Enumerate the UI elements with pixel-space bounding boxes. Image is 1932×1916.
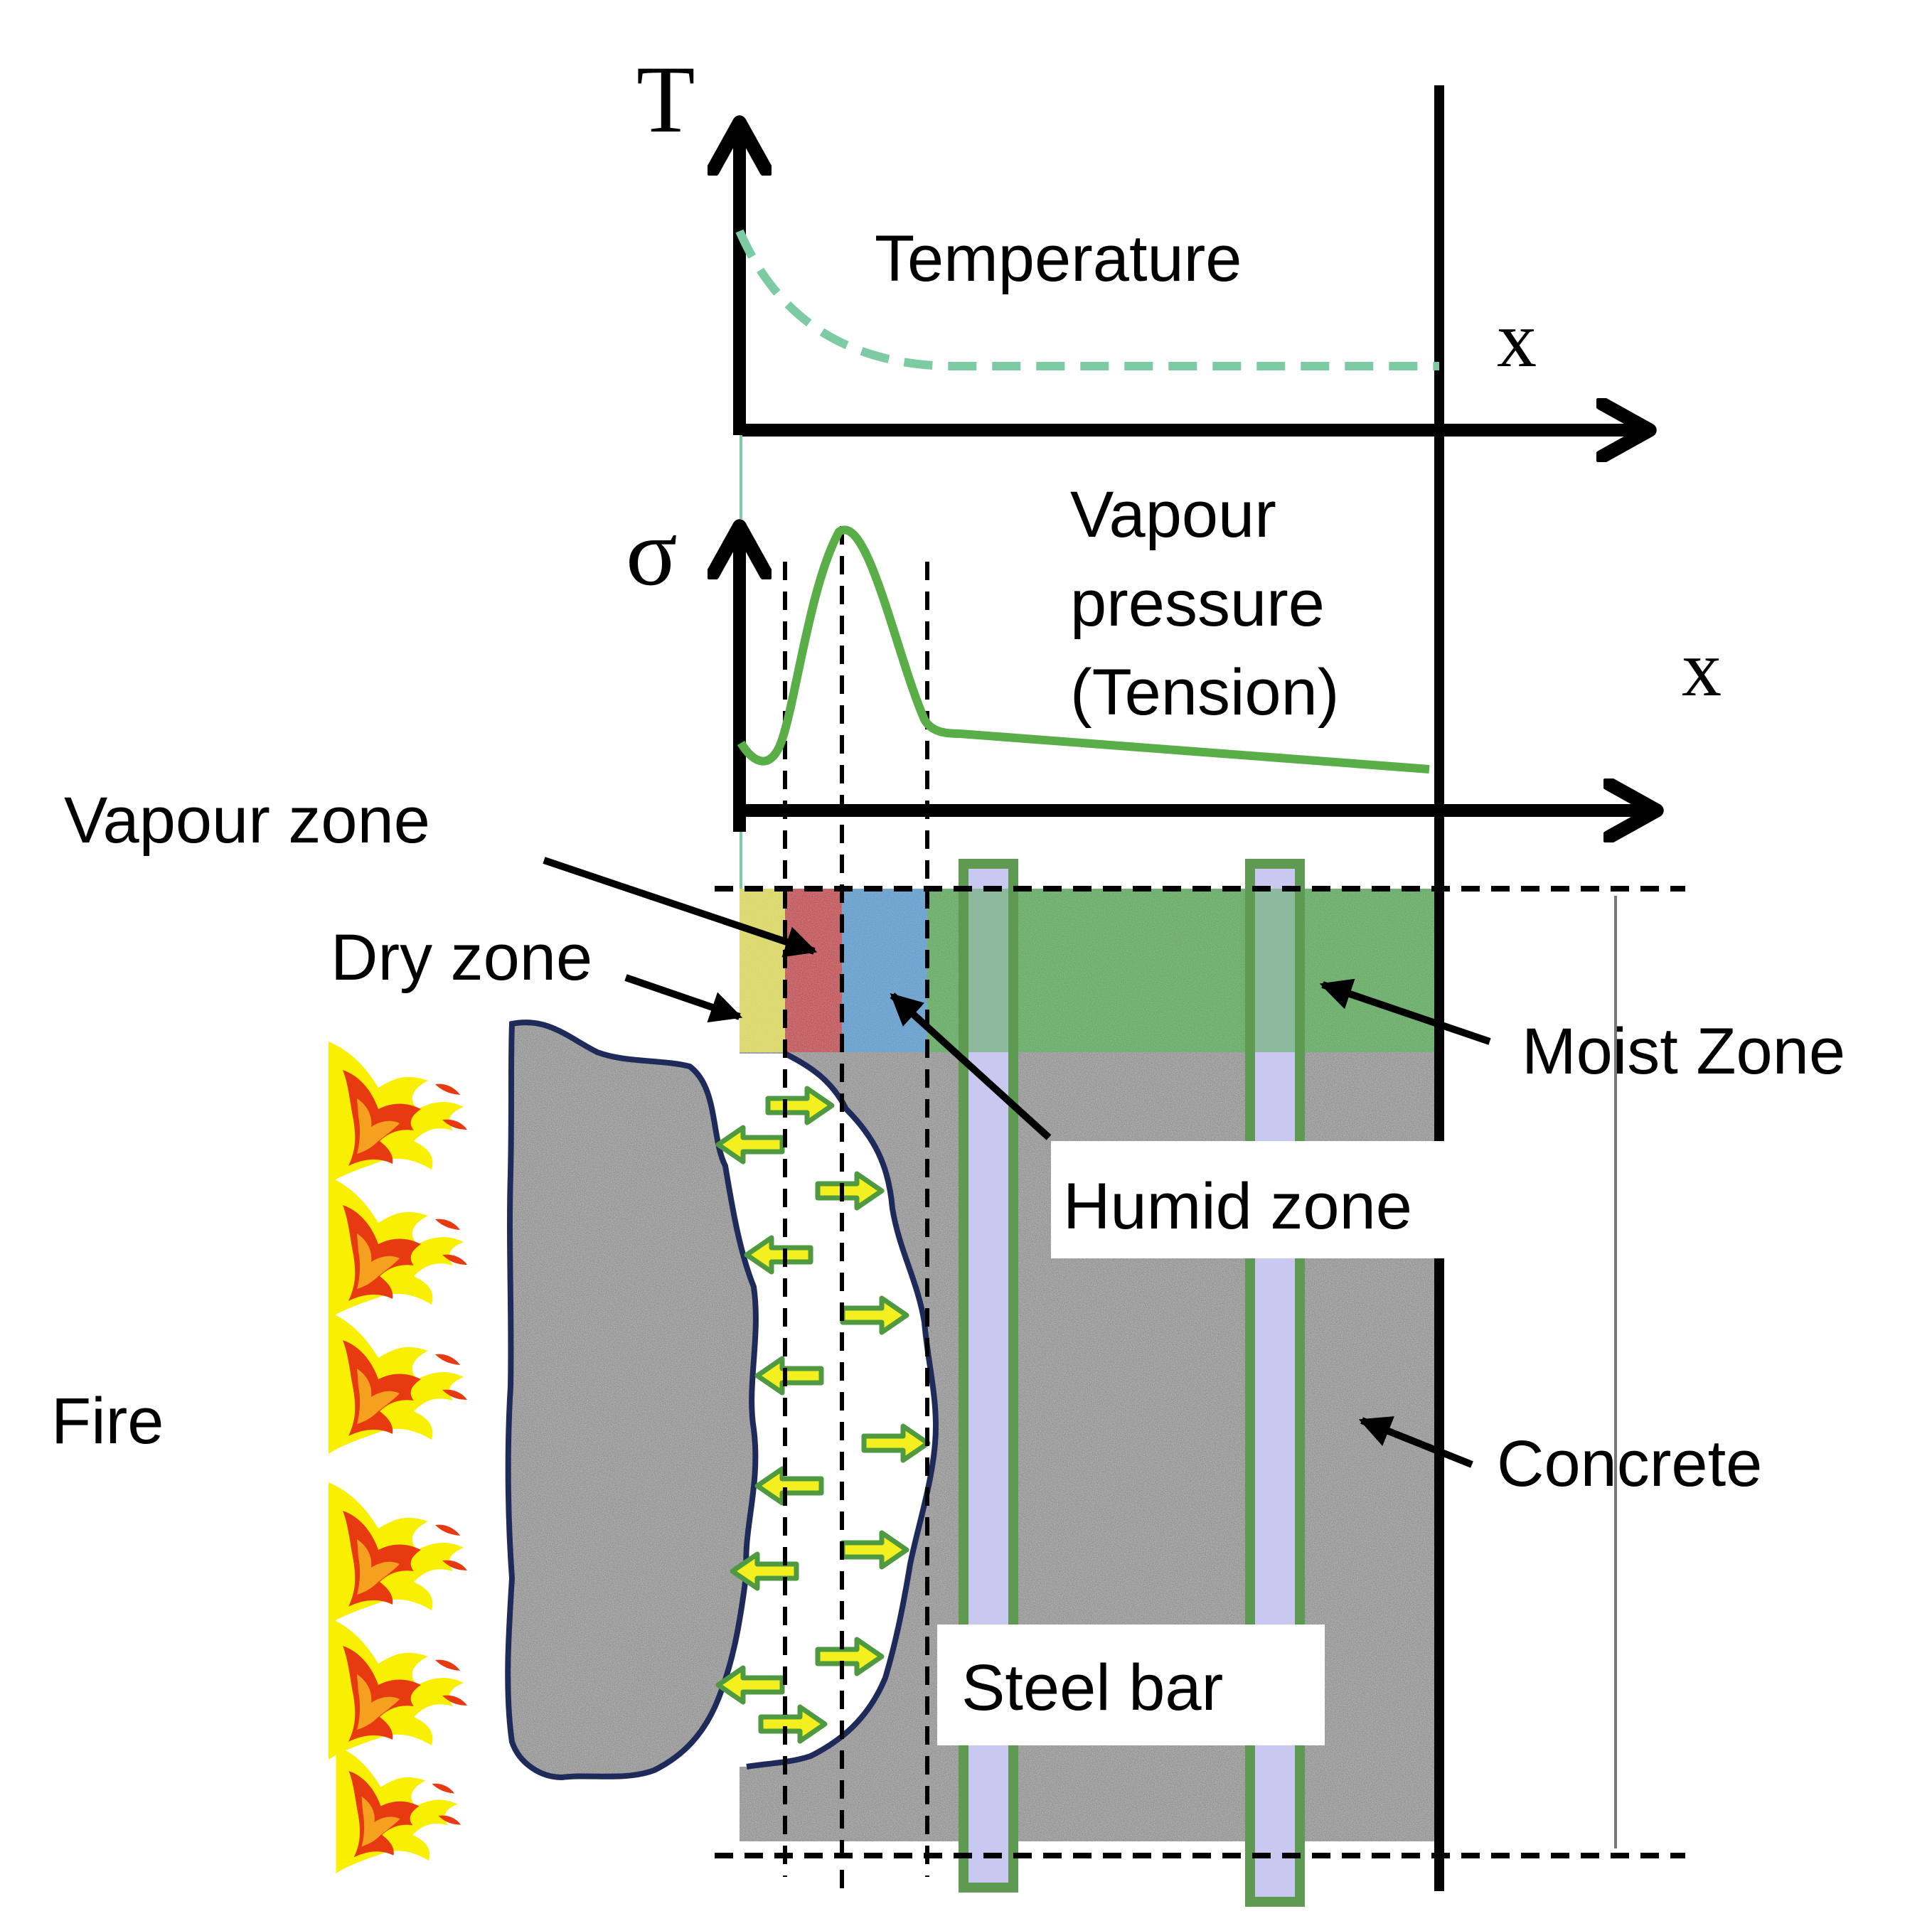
- flow-arrow-left: [715, 1665, 785, 1705]
- stress-plot: σ x Vapour pressure (Tension): [626, 478, 1722, 889]
- spall-cavity: [740, 1054, 936, 1767]
- temperature-x-label: x: [1497, 296, 1537, 384]
- steel-bar-right-texture: [1255, 889, 1295, 1052]
- moist-zone-label: Moist Zone: [1522, 1015, 1845, 1088]
- flow-arrow-left: [715, 1125, 785, 1165]
- humid-zone-label-box: [1051, 1141, 1478, 1258]
- flow-arrow-left: [754, 1466, 824, 1506]
- flow-arrow-right: [815, 1171, 885, 1211]
- humid-zone-label: Humid zone: [1063, 1170, 1412, 1243]
- flow-arrow-right: [765, 1086, 835, 1125]
- humid-zone-pointer: [890, 992, 1052, 1140]
- steel-bar-label: Steel bar: [961, 1652, 1223, 1724]
- steel-bar-label-box: [937, 1625, 1325, 1745]
- moist-zone-pointer: [1319, 978, 1491, 1045]
- stress-x-label: x: [1682, 625, 1722, 713]
- temperature-curve: [735, 229, 1439, 370]
- zones-band: [740, 889, 1439, 1052]
- spall-cavity-outline: [746, 1051, 939, 1770]
- flow-arrow-right: [815, 1637, 885, 1676]
- flow-arrow-right: [861, 1423, 931, 1463]
- steel-bar-left-texture: [968, 889, 1008, 1052]
- concrete-label: Concrete: [1497, 1428, 1762, 1500]
- zone-boundaries: [715, 526, 1685, 1891]
- spalled-fragment: [505, 1019, 759, 1781]
- concrete-pointer: [1358, 1416, 1473, 1468]
- temperature-plot: T x Temperature: [636, 47, 1650, 519]
- flow-arrow-left: [730, 1551, 799, 1591]
- fire-label: Fire: [51, 1385, 164, 1457]
- flow-arrow-right: [840, 1295, 909, 1335]
- pointer-arrows: [543, 857, 1491, 1468]
- vapour-flow-arrows: [715, 1086, 931, 1744]
- vapour-pressure-curve: [737, 525, 1430, 774]
- dry-zone-pointer: [624, 974, 743, 1023]
- vapour-zone-pointer: [543, 857, 818, 958]
- temperature-label: Temperature: [875, 223, 1242, 295]
- flow-arrow-left: [744, 1235, 813, 1275]
- flow-arrow-left: [754, 1356, 824, 1396]
- fire-flames: [329, 1042, 467, 1873]
- temperature-axis-label: T: [636, 47, 695, 153]
- vapour-zone-label: Vapour zone: [64, 784, 430, 857]
- flow-arrow-right: [840, 1530, 909, 1570]
- flow-arrow-right: [758, 1704, 828, 1744]
- dry-zone-label: Dry zone: [331, 921, 592, 994]
- stress-axis-label: σ: [626, 500, 678, 606]
- zones-texture: [740, 889, 1439, 1052]
- vapour-pressure-label: Vapour pressure (Tension): [1070, 478, 1343, 729]
